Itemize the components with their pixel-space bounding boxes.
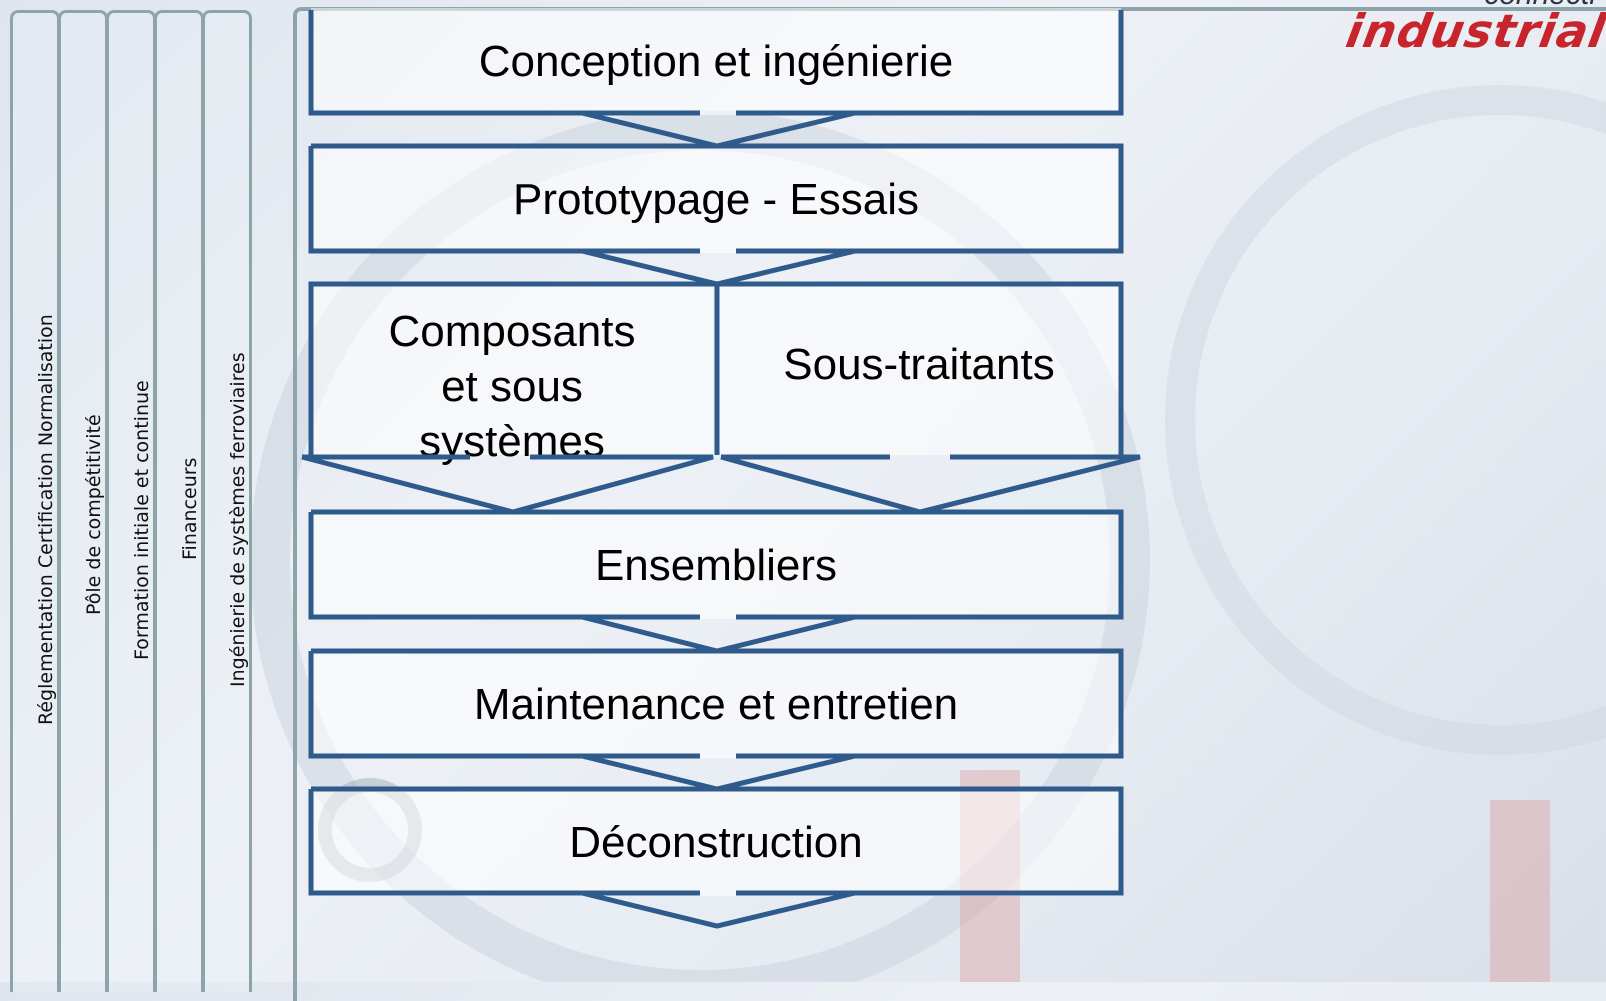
step-deconstruction: Déconstruction [311,789,1121,896]
chevron-deconstruction [308,786,1124,896]
step-maintenance-label: Maintenance et entretien [473,680,959,729]
step-sous-traitants-label: Sous-traitants [783,340,1055,389]
step-deconstruction-label: Déconstruction [569,818,863,867]
chevron-ensembliers [308,509,1124,620]
chevron-composants [308,281,1124,455]
logo-top-text: connecti [1484,0,1596,12]
chevron-prototypage [308,143,1124,254]
column-pole: Pôle de compétitivité [58,10,108,992]
step-sous-traitants: Sous-traitants [717,284,1121,455]
column-ingenierie: Ingénierie de systèmes ferroviaires [202,10,252,992]
step-composants: Composants et sous systèmes [311,284,713,466]
step-ensembliers-label: Ensembliers [594,541,838,590]
step-conception-label: Conception et ingénierie [478,37,954,86]
step-maintenance: Maintenance et entretien [311,651,1121,758]
chevron-maintenance [308,648,1124,759]
step-prototypage: Prototypage - Essais [311,146,1121,253]
step-conception: Conception et ingénierie [311,8,1121,115]
step-ensembliers: Ensembliers [311,512,1121,619]
step-prototypage-label: Prototypage - Essais [513,175,919,224]
chevron-conception [308,10,1124,116]
